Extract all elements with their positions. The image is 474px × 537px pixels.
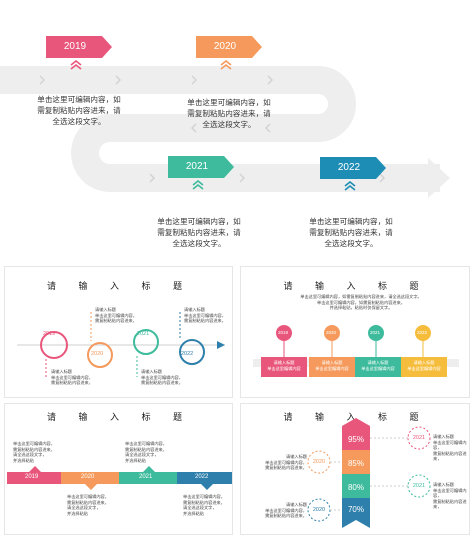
note-block: 请输入标题单击这里可编辑内容，需复制粘贴内容进来， bbox=[265, 502, 307, 519]
text-block: 单击这里可编辑内容，需复制粘贴内容进来，请全选这段文字，并选择粘贴 bbox=[67, 494, 109, 516]
note-block: 请输入标题单击这里可编辑内容，需复制粘贴内容进来， bbox=[265, 454, 307, 471]
slide-thumbnail-1[interactable]: 请 输 入 标 题 2019 2020 2021 2022 请输入标题单击这里可… bbox=[4, 266, 233, 398]
up-chevron-icon bbox=[220, 60, 232, 70]
card-text: 请输入标题单击这里编辑内容 bbox=[361, 360, 395, 371]
year-tag-2019 bbox=[46, 36, 112, 58]
hero-text-2022: 单击这里可编辑内容，如需复制粘贴内容进来，请全选这段文字。 bbox=[309, 217, 393, 248]
year-label: 2021 bbox=[412, 435, 426, 441]
note-block: 请输入标题单击这里可编辑内容，需复制粘贴内容进来， bbox=[51, 369, 93, 386]
year-label: 2021 bbox=[137, 331, 150, 337]
pin-year: 2019 bbox=[278, 330, 289, 335]
note-block: 请输入标题单击这里可编辑内容，需复制粘贴内容进来， bbox=[433, 482, 467, 510]
bar-year: 2020 bbox=[81, 474, 95, 480]
year-2020-label: 2020 bbox=[213, 41, 237, 52]
percent-label: 95% bbox=[347, 435, 364, 444]
up-chevron-icon bbox=[70, 60, 82, 70]
bar-year: 2019 bbox=[25, 474, 39, 480]
percent-label: 85% bbox=[347, 459, 364, 468]
text-block: 单击这里可编辑内容，需复制粘贴内容进来，请全选这段文字，并选择粘贴 bbox=[183, 494, 225, 516]
percent-label: 80% bbox=[347, 483, 364, 492]
hero-text-2021: 单击这里可编辑内容，如需复制粘贴内容进来，请全选这段文字。 bbox=[157, 217, 241, 248]
slide-title: 请 输 入 标 题 bbox=[46, 412, 192, 422]
year-label: 2020 bbox=[312, 507, 326, 513]
slide-title: 请 输 入 标 题 bbox=[283, 412, 429, 422]
note-block: 请输入标题单击这里可编辑内容，需复制粘贴内容进来， bbox=[95, 307, 137, 324]
bar-timeline-graphic bbox=[7, 466, 232, 490]
note-block: 请输入标题单击这里可编辑内容，需复制粘贴内容进来， bbox=[184, 307, 226, 324]
year-2019-label: 2019 bbox=[63, 41, 87, 52]
wave-timeline-graphic bbox=[17, 312, 225, 377]
card-text: 请输入标题单击这里编辑内容 bbox=[407, 360, 441, 371]
up-chevron-icon bbox=[192, 180, 204, 190]
year-label: 2022 bbox=[181, 351, 194, 357]
up-chevron-icon bbox=[344, 181, 356, 191]
note-block: 请输入标题单击这里可编辑内容，需复制粘贴内容进来， bbox=[433, 434, 467, 462]
year-2021-label: 2021 bbox=[185, 161, 209, 172]
card-text: 请输入标题单击这里编辑内容 bbox=[267, 360, 301, 371]
slide-thumbnail-4[interactable]: 请 输 入 标 题 95% 85% 80% 70% 2021 2020 2021… bbox=[240, 403, 470, 535]
pin-year: 2022 bbox=[417, 330, 428, 335]
pin-timeline-graphic bbox=[253, 325, 459, 377]
bar-year: 2021 bbox=[139, 474, 153, 480]
slide-title: 请 输 入 标 题 bbox=[283, 281, 429, 291]
year-label: 2020 bbox=[312, 459, 326, 465]
year-tag-2021 bbox=[168, 156, 234, 178]
note-block: 请输入标题单击这里可编辑内容，需复制粘贴内容进来， bbox=[141, 369, 183, 386]
slide-thumbnail-3[interactable]: 请 输 入 标 题 2019 2020 2021 2022 单击这里可编辑内容，… bbox=[4, 403, 233, 535]
hero-text-2019: 单击这里可编辑内容，如需复制粘贴内容进来，请全选这段文字。 bbox=[37, 95, 121, 126]
card-text: 请输入标题单击这里编辑内容 bbox=[315, 360, 349, 371]
year-tag-2022 bbox=[320, 157, 386, 179]
stacked-arrow-graphic bbox=[307, 418, 431, 528]
pin-year: 2020 bbox=[326, 330, 337, 335]
hero-road bbox=[0, 66, 450, 198]
text-block: 单击这里可编辑内容，需复制粘贴内容进来，请全选这段文字，并选择粘贴 bbox=[13, 441, 55, 463]
hero-text-2020: 单击这里可编辑内容，如需复制粘贴内容进来，请全选这段文字。 bbox=[187, 98, 271, 129]
pin-year: 2021 bbox=[370, 330, 381, 335]
year-label: 2020 bbox=[91, 351, 104, 357]
intro-text: 单击这里可编辑内容，如需复制粘贴内容进来，请全选这段文字。单击这里可编辑内容，如… bbox=[300, 294, 422, 311]
year-label: 2021 bbox=[412, 483, 426, 489]
text-block: 单击这里可编辑内容，需复制粘贴内容进来，请全选这段文字，并选择粘贴 bbox=[125, 441, 167, 463]
bar-year: 2022 bbox=[195, 474, 209, 480]
slide-thumbnail-2[interactable]: 请 输 入 标 题 单击这里可编辑内容，如需复制粘贴内容进来，请全选这段文字。单… bbox=[240, 266, 470, 398]
percent-label: 70% bbox=[347, 505, 364, 514]
year-2022-label: 2022 bbox=[337, 162, 361, 173]
slide-title: 请 输 入 标 题 bbox=[46, 281, 192, 291]
year-tag-2020 bbox=[196, 36, 262, 58]
year-label: 2019 bbox=[43, 331, 56, 337]
